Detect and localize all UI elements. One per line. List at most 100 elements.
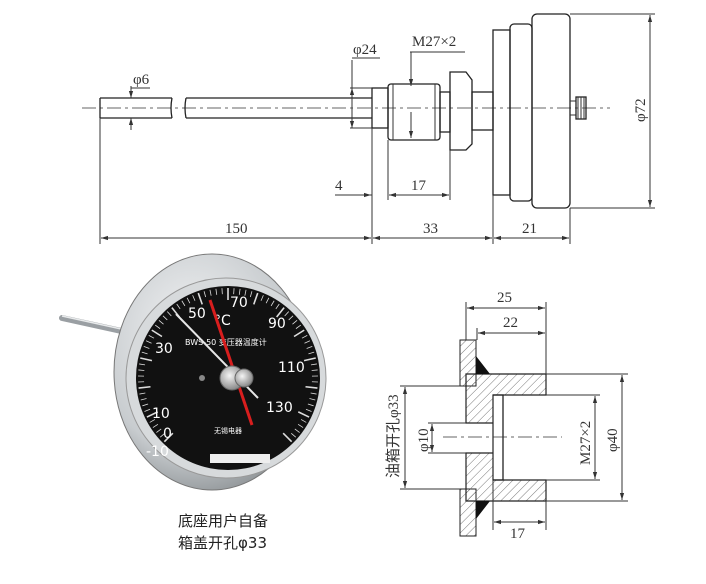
dial-tick <box>159 432 166 438</box>
dim-body-length: 22 <box>503 315 518 331</box>
gauge-photo: -10 0 10 30 50 70 90 110 130 °C BWS-50 变… <box>59 253 327 552</box>
dial-tick <box>305 408 312 412</box>
red-pointer <box>208 299 254 426</box>
dial-tick <box>148 334 155 339</box>
dial-tick <box>284 311 290 317</box>
dial-tick <box>142 403 149 407</box>
dial-tick <box>139 363 146 366</box>
dial-tick <box>139 392 146 395</box>
dial-tick <box>290 432 297 438</box>
dial-tick <box>192 295 196 301</box>
dial-tick <box>244 289 247 296</box>
dial-tick <box>158 320 164 325</box>
dial-tick <box>310 392 317 395</box>
dim-case-depth: 21 <box>522 221 537 237</box>
dial-tick <box>138 385 151 389</box>
side-view: φ6 φ24 M27×2 φ72 4 17 150 33 21 <box>82 13 655 244</box>
dim-thread: M27×2 <box>412 34 456 50</box>
dial-tick <box>151 329 163 338</box>
dial-tick <box>275 303 280 310</box>
section-view: 25 22 油箱开孔φ33 φ10 M27×2 φ40 17 <box>385 290 628 542</box>
dial-tick <box>146 411 159 418</box>
dial-tick <box>176 303 181 310</box>
scale-label: -10 <box>146 444 169 460</box>
dial-tick <box>203 291 207 298</box>
dial-tick <box>306 346 313 349</box>
scale-label: 50 <box>188 306 206 322</box>
dim-fitting-length: 33 <box>423 221 438 237</box>
maker-label: 无锡电器 <box>214 426 242 435</box>
scale-label: 90 <box>268 316 286 332</box>
dial-tick <box>295 324 302 329</box>
probe-rod <box>99 97 372 119</box>
dial-tick <box>301 334 308 339</box>
caption-line1: 底座用户自备 <box>178 512 268 530</box>
caption-line2: 箱盖开孔φ33 <box>178 534 267 552</box>
dial-tick <box>288 315 294 321</box>
dial-tick <box>304 340 311 344</box>
dial-tick <box>303 357 316 362</box>
weld <box>476 356 490 519</box>
dial-tick <box>215 288 218 295</box>
dial-tick <box>143 346 150 349</box>
dial-tick <box>140 398 147 401</box>
dial-tick <box>152 423 159 428</box>
dial-tick <box>293 329 305 338</box>
dial-tick <box>249 291 253 298</box>
dial-tick <box>260 295 264 301</box>
dial-tick <box>163 432 174 443</box>
serial-plate <box>210 454 270 463</box>
dim-tank-hole: 油箱开孔φ33 <box>385 394 402 478</box>
dial-tick <box>141 351 148 355</box>
dial-tick <box>307 403 314 407</box>
dial-tick <box>145 340 152 344</box>
dial-tick <box>310 363 317 366</box>
thread-section <box>387 83 441 141</box>
dial-tick <box>154 324 161 329</box>
dial-tick <box>181 300 186 307</box>
dial-tick <box>300 419 307 423</box>
dim-outer-diameter: φ40 <box>605 428 621 452</box>
dim-overall-length: 25 <box>497 290 512 306</box>
dial-tick <box>140 357 153 362</box>
case-front <box>531 13 571 209</box>
scale-label: 70 <box>230 295 248 311</box>
dial-tick <box>292 320 298 325</box>
dial-tick <box>276 307 285 318</box>
dial-tick <box>149 419 156 423</box>
dial-tick <box>309 398 316 401</box>
dial-tick <box>162 315 168 321</box>
dial-tick <box>197 292 203 305</box>
dial-tick <box>297 423 304 428</box>
dial-tick <box>138 369 145 371</box>
dim-thread-depth: 17 <box>510 526 526 542</box>
dial-tick <box>253 292 259 305</box>
dial-tick <box>308 351 315 355</box>
dial-tick <box>294 428 300 433</box>
scale-label: 10 <box>152 406 170 422</box>
dim-fitting-diameter: φ24 <box>353 42 377 58</box>
dim-rod-length: 150 <box>225 221 248 237</box>
dim-offset: 4 <box>335 178 343 194</box>
scale-label: 110 <box>278 360 305 376</box>
model-label: BWS-50 变压器温度计 <box>185 337 267 347</box>
dial-tick <box>282 432 293 443</box>
dial-tick <box>297 411 310 418</box>
scale-label: 130 <box>266 400 293 416</box>
dial-tick <box>144 408 151 412</box>
socket-body <box>465 373 547 502</box>
dial-tick <box>270 300 275 307</box>
dial-tick <box>238 288 241 295</box>
nut <box>449 71 473 151</box>
dial-tick <box>305 385 318 389</box>
dial-tick <box>209 289 212 296</box>
dim-inner-thread: M27×2 <box>578 421 594 465</box>
dim-bore: φ10 <box>416 428 432 452</box>
scale-label: 30 <box>155 341 173 357</box>
dial-tick <box>311 369 318 371</box>
dim-thread-length: 17 <box>411 178 427 194</box>
dial-tick <box>156 428 162 433</box>
dial-tick <box>166 311 172 317</box>
